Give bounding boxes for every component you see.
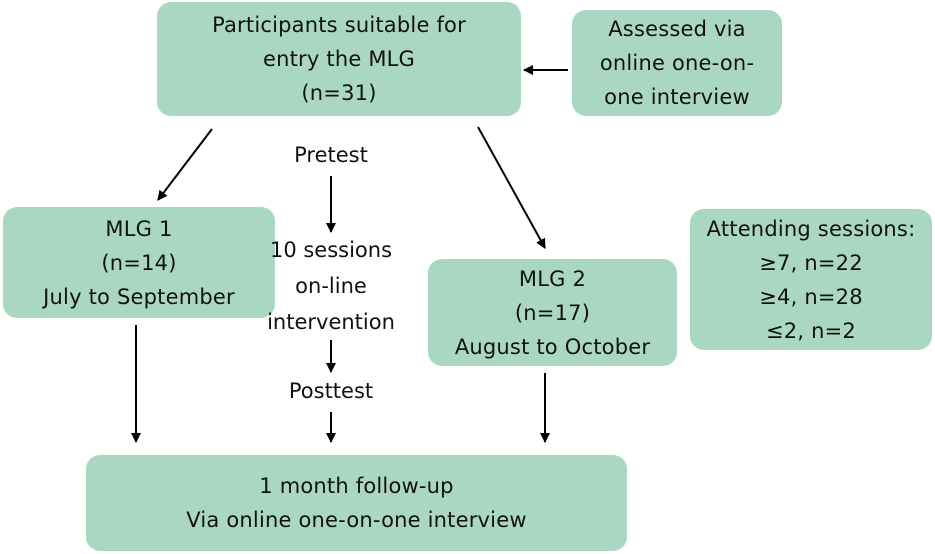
- mlg1-line-1: MLG 1: [105, 216, 173, 241]
- assessed-line-2: online one-on-: [599, 51, 755, 75]
- posttest-label: Posttest: [288, 379, 374, 403]
- participants-line-1: Participants suitable for: [212, 13, 466, 37]
- arrow-participants-to-mlg2: [477, 126, 546, 249]
- followup-box: 1 month follow-up Via online one-on-one …: [86, 455, 627, 551]
- assessed-box: Assessed via online one-on- one intervie…: [572, 10, 782, 116]
- attending-box: Attending sessions: ≥7, n=22 ≥4, n=28 ≤2…: [690, 209, 932, 350]
- arrow-participants-to-mlg1: [157, 128, 213, 201]
- participants-line-3: (n=31): [301, 81, 377, 105]
- attending-line-1: Attending sessions:: [706, 216, 916, 241]
- sessions-line-2: on-line: [295, 274, 367, 298]
- followup-line-2: Via online one-on-one interview: [186, 508, 527, 532]
- sessions-line-1: 10 sessions: [269, 238, 393, 262]
- participants-box: Participants suitable for entry the MLG …: [157, 2, 521, 116]
- mlg2-line-3: August to October: [454, 334, 651, 359]
- mlg2-line-2: (n=17): [514, 300, 591, 325]
- mlg1-line-2: (n=14): [101, 250, 177, 275]
- mlg2-box: MLG 2 (n=17) August to October: [428, 259, 677, 366]
- participants-line-2: entry the MLG: [262, 47, 416, 71]
- mlg1-box: MLG 1 (n=14) July to September: [3, 207, 275, 318]
- mlg2-line-1: MLG 2: [518, 266, 587, 291]
- attending-line-2: ≥7, n=22: [759, 250, 863, 275]
- assessed-line-3: one interview: [604, 85, 750, 109]
- pretest-label: Pretest: [294, 143, 368, 167]
- assessed-line-1: Assessed via: [608, 17, 746, 41]
- followup-line-1: 1 month follow-up: [259, 474, 454, 498]
- sessions-line-3: intervention: [267, 310, 395, 334]
- mlg1-line-3: July to September: [43, 284, 235, 309]
- sessions-label: 10 sessions on-line intervention: [251, 232, 411, 340]
- attending-line-3: ≥4, n=28: [759, 284, 863, 309]
- attending-line-4: ≤2, n=2: [766, 318, 856, 343]
